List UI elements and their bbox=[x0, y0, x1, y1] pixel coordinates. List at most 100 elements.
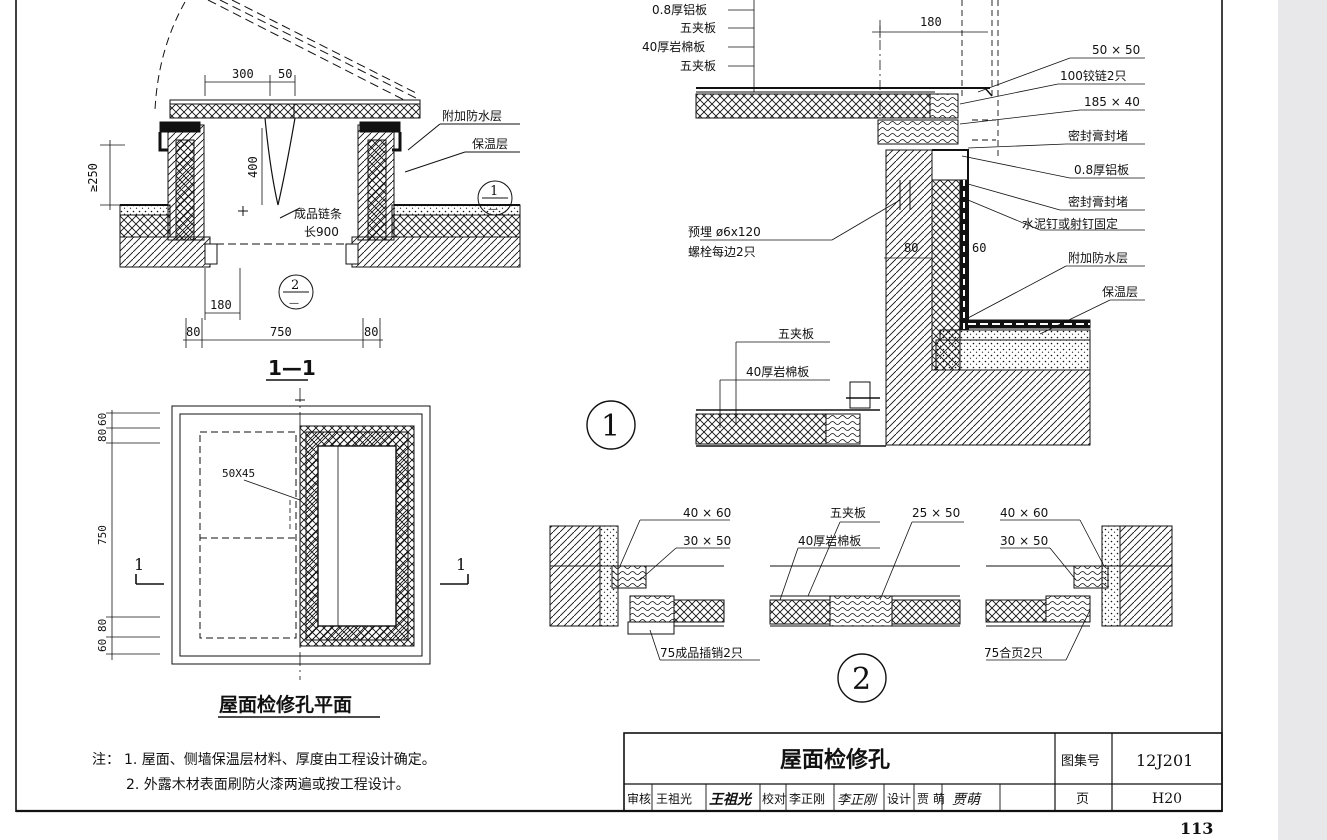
chain-length: 长900 bbox=[304, 225, 339, 239]
review-name: 王祖光 bbox=[656, 791, 692, 806]
plan-dim-80-bottom: 80 bbox=[96, 619, 109, 632]
review-label: 审核 bbox=[627, 791, 651, 806]
dim-180: 180 bbox=[210, 298, 232, 312]
roof-left bbox=[119, 204, 211, 268]
dim-80-right: 80 bbox=[364, 325, 378, 339]
d2-left-40x60: 40 × 60 bbox=[683, 506, 731, 520]
page-number: 113 bbox=[1180, 819, 1213, 838]
dim-lines-1-1 bbox=[100, 75, 383, 348]
d2-left-30x50: 30 × 50 bbox=[683, 534, 731, 548]
d1-bolt-line-1: 预埋 ø6x120 bbox=[688, 225, 761, 239]
detail-2 bbox=[549, 519, 1173, 703]
d2-left-bolt: 75成品插销2只 bbox=[660, 646, 743, 660]
document-viewer: 300 50 ≥250 400 成品链条 长900 附加防水层 保温层 1 — … bbox=[15, 0, 1223, 838]
d1-label-nail: 水泥钉或射钉固定 bbox=[1022, 216, 1118, 231]
section-1-1-text: 300 50 ≥250 400 成品链条 长900 附加防水层 保温层 1 — … bbox=[86, 67, 508, 380]
right-curb bbox=[357, 121, 402, 241]
d1-label-sealant-1: 密封膏封堵 bbox=[1068, 128, 1128, 143]
plan-dim-60-bottom: 60 bbox=[96, 639, 109, 652]
ref2-bottom: — bbox=[289, 298, 299, 309]
d1-leaders-right bbox=[959, 57, 1145, 335]
label-waterproof: 附加防水层 bbox=[442, 108, 502, 123]
d1-label-plywood-bottom: 五夹板 bbox=[778, 327, 814, 341]
d1-bolt-line-2: 螺栓每边2只 bbox=[688, 244, 756, 259]
d1-leaders-left bbox=[700, 0, 901, 428]
detail-2-text: 40 × 60 30 × 50 75成品插销2只 五夹板 25 × 50 40厚… bbox=[660, 506, 1048, 697]
plan-view bbox=[106, 388, 469, 718]
check-name: 李正刚 bbox=[789, 791, 825, 806]
d1-label-rockwool-bottom: 40厚岩棉板 bbox=[746, 364, 809, 379]
plan-lid-half bbox=[199, 431, 297, 639]
atlas-number: 12J201 bbox=[1136, 751, 1193, 770]
dim-50: 50 bbox=[278, 67, 292, 81]
chain bbox=[264, 117, 296, 206]
d1-dim-60: 60 bbox=[972, 241, 986, 255]
d2-number: 2 bbox=[852, 662, 871, 697]
d2-mid-rockwool: 40厚岩棉板 bbox=[798, 533, 861, 548]
plan-label-50x45: 50X45 bbox=[222, 467, 255, 480]
section-title-1-1: 1—1 bbox=[268, 356, 316, 380]
page-label: 页 bbox=[1076, 792, 1089, 807]
d1-label-hinge: 100铰链2只 bbox=[1060, 68, 1127, 83]
ref1-top: 1 bbox=[490, 184, 498, 199]
note-2: 2. 外露木材表面刷防火漆两遍或按工程设计。 bbox=[126, 777, 410, 793]
d2-left bbox=[549, 519, 760, 661]
d2-right bbox=[985, 519, 1173, 661]
viewer-scrollbar[interactable] bbox=[1278, 0, 1327, 840]
title-block bbox=[623, 732, 1223, 812]
d2-number-circle bbox=[837, 653, 887, 703]
dim-750: 750 bbox=[270, 325, 292, 339]
d1-label-185x40: 185 × 40 bbox=[1084, 95, 1140, 109]
check-label: 校对 bbox=[762, 791, 786, 806]
d1-number-circle bbox=[586, 400, 636, 450]
chain-label: 成品链条 bbox=[294, 206, 342, 221]
detail-1 bbox=[586, 0, 1145, 450]
d2-right-30x50: 30 × 50 bbox=[1000, 534, 1048, 548]
d2-mid-25x50: 25 × 50 bbox=[912, 506, 960, 520]
d1-label-plywood-top: 五夹板 bbox=[680, 21, 716, 35]
plan-dim-80-top: 80 bbox=[96, 429, 109, 442]
plan-title: 屋面检修孔平面 bbox=[219, 693, 352, 716]
dim-300: 300 bbox=[232, 67, 254, 81]
d1-label-50x50: 50 × 50 bbox=[1092, 43, 1140, 57]
section-1-1 bbox=[100, 0, 521, 381]
plan-view-text: 60 80 750 80 60 50X45 1 1 屋面检修孔平面 bbox=[96, 413, 466, 716]
d1-label-plywood-2: 五夹板 bbox=[680, 59, 716, 73]
d2-right-40x60: 40 × 60 bbox=[1000, 506, 1048, 520]
drawing-sheet: 300 50 ≥250 400 成品链条 长900 附加防水层 保温层 1 — … bbox=[15, 0, 1223, 838]
design-signature: 贾萌 bbox=[952, 792, 982, 808]
design-label: 设计 bbox=[887, 792, 911, 806]
design-name: 贾 萌 bbox=[917, 792, 945, 806]
dim-80-left: 80 bbox=[186, 325, 200, 339]
ref2-top: 2 bbox=[291, 278, 299, 293]
notes: 注： 1. 屋面、侧墙保温层材料、厚度由工程设计确定。 2. 外露木材表面刷防火… bbox=[92, 752, 436, 793]
d1-label-aluminum-2: 0.8厚铝板 bbox=[1074, 162, 1129, 177]
drawing-title: 屋面检修孔 bbox=[780, 747, 890, 773]
detail-1-text: 0.8厚铝板 五夹板 40厚岩棉板 五夹板 1 80 50 × 50 100铰链2… bbox=[601, 2, 1140, 444]
note-1: 1. 屋面、侧墙保温层材料、厚度由工程设计确定。 bbox=[124, 752, 436, 768]
d1-curb-concrete bbox=[885, 149, 1091, 446]
d2-mid-plywood: 五夹板 bbox=[830, 506, 866, 520]
ref-circle-1 bbox=[477, 180, 513, 216]
open-lid-outline bbox=[207, 0, 419, 105]
d1-number: 1 bbox=[601, 409, 620, 444]
check-signature: 李正刚 bbox=[837, 793, 878, 808]
dim-lines-plan bbox=[106, 410, 160, 660]
page-code: H20 bbox=[1152, 791, 1182, 807]
cut-mark-left: 1 bbox=[134, 555, 144, 574]
lid-slab bbox=[169, 103, 421, 119]
d1-floor-panel bbox=[695, 413, 827, 445]
d1-label-sealant-2: 密封膏封堵 bbox=[1068, 194, 1128, 209]
d1-label-waterproof: 附加防水层 bbox=[1068, 250, 1128, 265]
dim-250: ≥250 bbox=[86, 163, 100, 192]
d2-middle bbox=[769, 521, 964, 627]
title-block-text: 屋面检修孔 图集号 12J201 页 H20 审核 王祖光 王祖光 校对 李正刚… bbox=[627, 747, 1193, 808]
cut-mark-right: 1 bbox=[456, 555, 466, 574]
dim-400: 400 bbox=[246, 156, 260, 178]
plan-opening bbox=[317, 445, 397, 627]
d2-right-hinge: 75合页2只 bbox=[984, 645, 1043, 660]
d1-dim-80: 80 bbox=[904, 241, 918, 255]
atlas-label: 图集号 bbox=[1061, 753, 1100, 769]
plan-dim-750: 750 bbox=[96, 525, 109, 545]
left-curb bbox=[158, 121, 205, 241]
